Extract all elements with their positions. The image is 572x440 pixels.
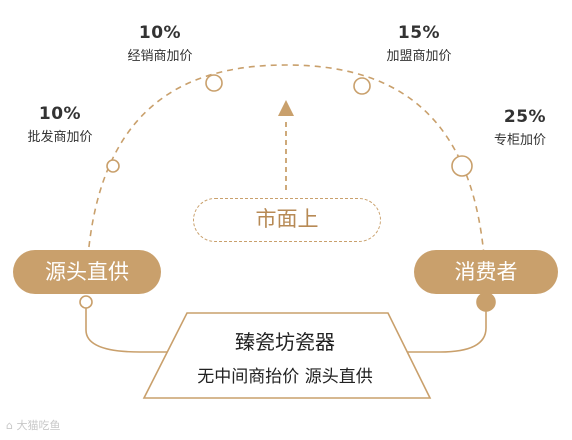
- tier-label: 加盟商加价: [386, 49, 452, 64]
- brand-title: 臻瓷坊瓷器: [235, 330, 335, 354]
- node-wholesaler: [106, 159, 120, 173]
- tier-label: 专柜加价: [493, 133, 546, 148]
- tier-percent: 15%: [397, 23, 441, 43]
- consumer-pill: 消费者: [414, 250, 558, 294]
- tier-percent: 25%: [503, 107, 547, 127]
- node-consumer: [476, 292, 496, 312]
- watermark: ⌂ 大猫吃鱼: [6, 419, 61, 432]
- node-source: [79, 295, 93, 309]
- market-box: 市面上: [193, 198, 381, 242]
- brand-subtitle: 无中间商抬价 源头直供: [197, 367, 373, 387]
- node-distributor: [205, 74, 223, 92]
- brand-trapezoid: [142, 312, 432, 399]
- node-counter: [451, 155, 473, 177]
- direct-path: [85, 302, 176, 353]
- node-franchisee: [353, 77, 371, 95]
- watermark-text: 大猫吃鱼: [16, 419, 61, 432]
- tier-label: 经销商加价: [127, 49, 193, 64]
- direct-path-right: [400, 302, 487, 353]
- tier-label: 批发商加价: [27, 130, 93, 145]
- arrow-head-icon: [278, 100, 294, 116]
- source-direct-pill: 源头直供: [13, 250, 161, 294]
- tier-percent: 10%: [138, 23, 182, 43]
- tier-percent: 10%: [38, 104, 82, 124]
